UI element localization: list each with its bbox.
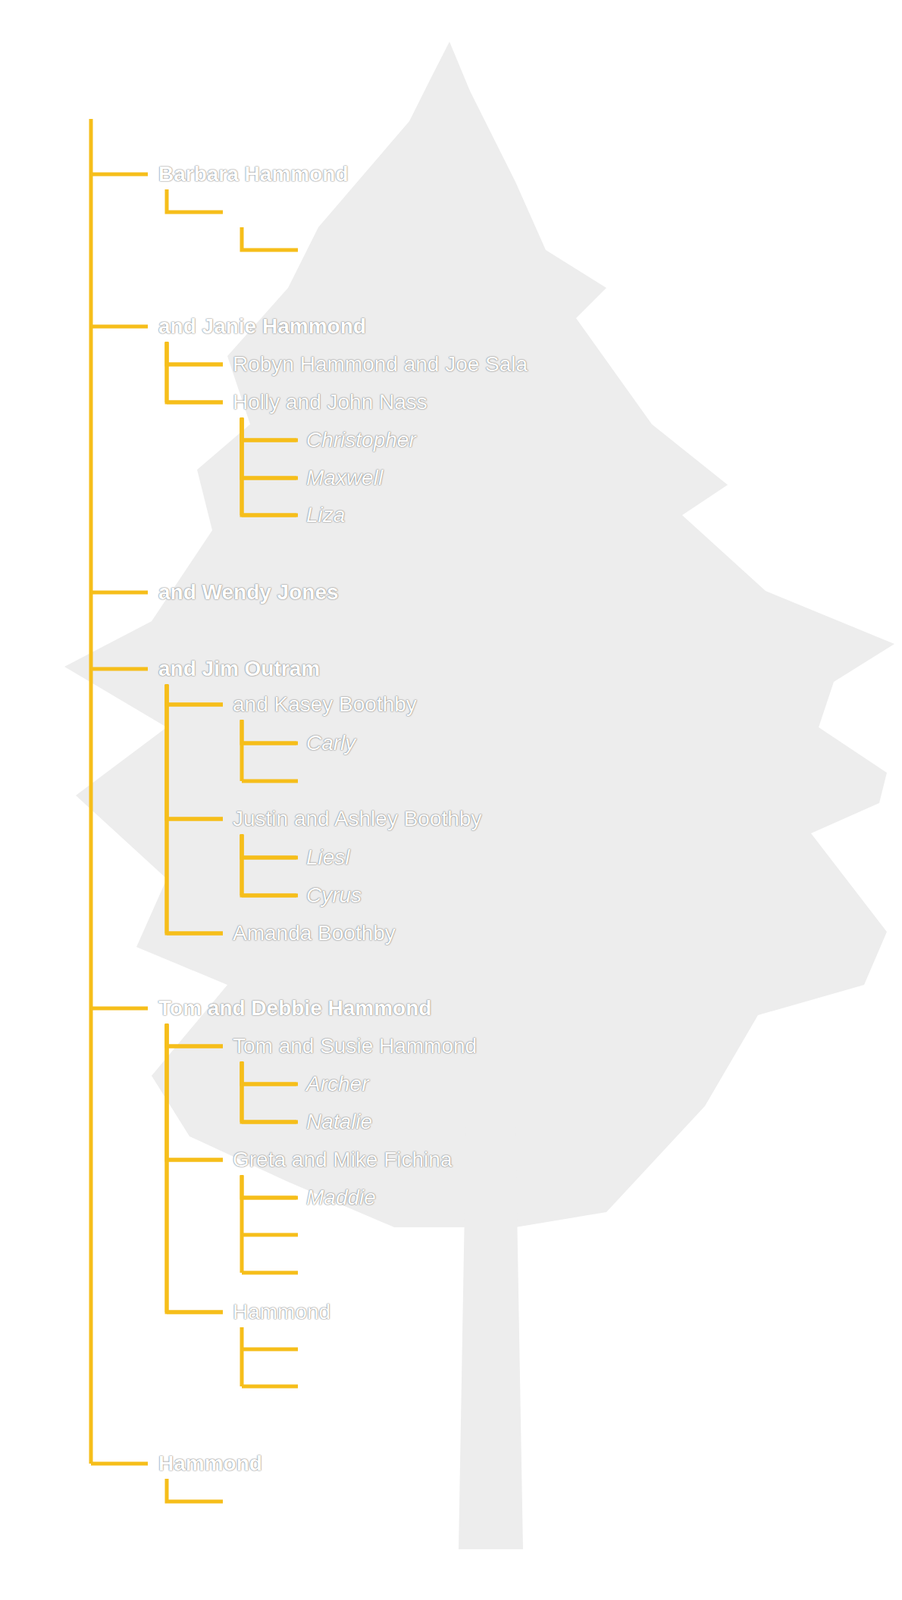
member-name: Greta and Mike Fichina [232, 1147, 452, 1174]
member-name: and Wendy Jones [158, 579, 339, 606]
family-link [241, 1062, 297, 1085]
member-name: and Jim Outram [158, 656, 320, 683]
family-link [241, 835, 297, 896]
member-name: Christopher [306, 427, 417, 454]
member-name: and Kasey Boothby [232, 692, 417, 718]
family-link [166, 342, 223, 365]
family-member: Archer [306, 1071, 369, 1098]
bracket [90, 119, 148, 1465]
family-link [166, 1024, 223, 1313]
family-member: Liesl [306, 845, 351, 871]
family-link [166, 1024, 223, 1047]
bracket [166, 1479, 223, 1503]
family-member: Cyrus [306, 883, 362, 909]
family-member: Barbara Hammond [158, 161, 349, 188]
family-member: and Janie Hammond [158, 313, 367, 340]
member-name: Amanda Boothby [232, 920, 396, 947]
family-member: Justin and Ashley Boothby [232, 806, 482, 833]
family-link [166, 685, 223, 934]
tree-trunk [458, 1121, 524, 1551]
family-member: Maxwell [306, 465, 383, 492]
family-link [241, 418, 297, 479]
family-member: Maddie [306, 1185, 376, 1212]
member-name: Archer [306, 1071, 369, 1098]
member-name: Carly [306, 730, 356, 757]
family-member: Natalie [306, 1109, 373, 1136]
member-name: Natalie [306, 1109, 373, 1136]
family-link [241, 1176, 297, 1199]
bracket [166, 189, 298, 251]
family-link [241, 1062, 297, 1123]
member-name: Maddie [306, 1185, 376, 1212]
member-name: Holly and John Nass [232, 389, 428, 416]
family-member: Tom and Debbie Hammond [158, 995, 432, 1022]
member-name: Tom and Susie Hammond [232, 1033, 477, 1060]
member-name: Tom and Debbie Hammond [158, 995, 432, 1022]
member-name: Maxwell [306, 465, 383, 492]
member-name: Hammond [158, 1451, 263, 1478]
family-link [166, 342, 223, 403]
tree-canopy [64, 41, 895, 1228]
member-name: Justin and Ashley Boothby [232, 806, 482, 833]
family-member: and Kasey Boothby [232, 692, 417, 718]
family-member: Robyn Hammond and Joe Sala [232, 351, 528, 378]
family-link [241, 418, 297, 441]
member-name: and Janie Hammond [158, 313, 367, 340]
family-link [166, 1024, 223, 1161]
family-member: Liza [306, 502, 345, 529]
family-link [241, 835, 297, 859]
bracket [166, 1024, 298, 1388]
member-name: Liesl [306, 845, 351, 871]
family-member: Christopher [306, 427, 417, 454]
family-member: Greta and Mike Fichina [232, 1147, 452, 1174]
member-name: Liza [306, 502, 345, 529]
family-member: and Wendy Jones [158, 579, 339, 606]
member-name: Barbara Hammond [158, 161, 349, 188]
family-link [241, 720, 297, 744]
family-member: and Jim Outram [158, 656, 320, 683]
family-link [166, 685, 223, 705]
member-name: Robyn Hammond and Joe Sala [232, 351, 528, 378]
family-member: Tom and Susie Hammond [232, 1033, 477, 1060]
family-member: Hammond [232, 1299, 331, 1326]
family-link [166, 685, 223, 820]
member-name: Hammond [232, 1299, 331, 1326]
family-member: Amanda Boothby [232, 920, 396, 947]
family-link [241, 418, 297, 516]
member-name: Cyrus [306, 883, 362, 909]
family-member: Carly [306, 730, 356, 757]
family-member: Holly and John Nass [232, 389, 428, 416]
family-member: Hammond [158, 1451, 263, 1478]
